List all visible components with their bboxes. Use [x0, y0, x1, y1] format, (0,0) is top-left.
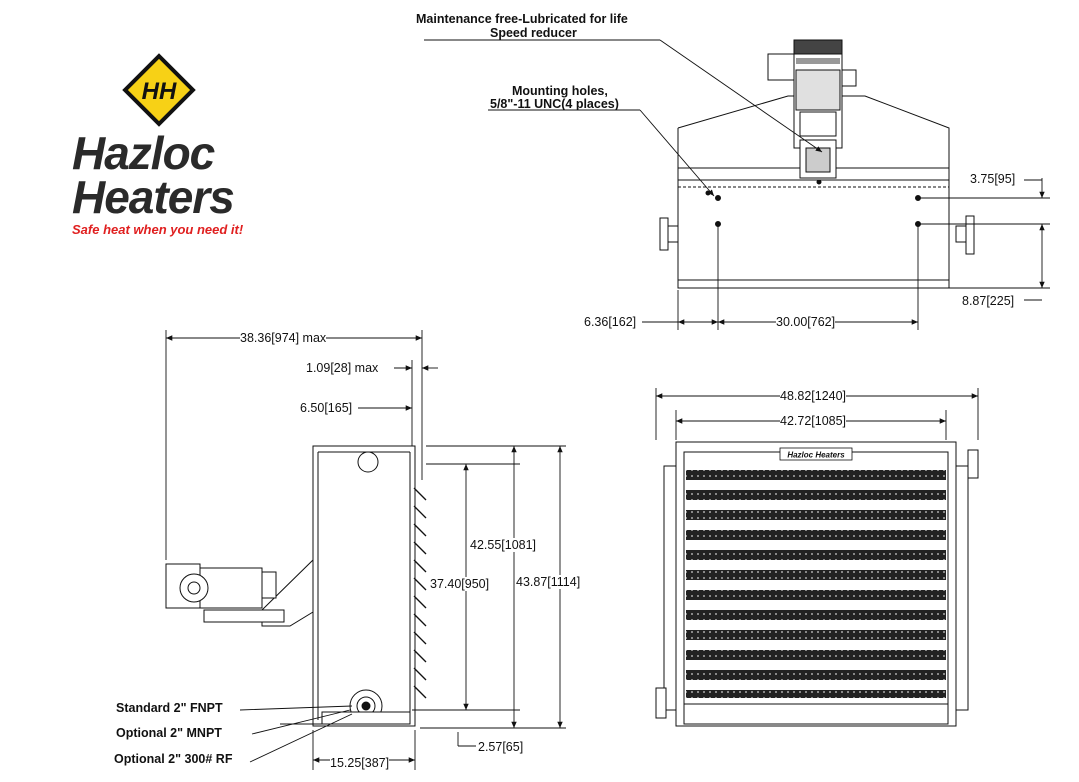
brand-tagline: Safe heat when you need it!: [72, 222, 244, 237]
dim-3-75: 3.75[95]: [970, 172, 1016, 186]
logo-letters: HH: [142, 78, 177, 105]
brand-name-line2: Heaters: [72, 171, 235, 223]
brand-name-line1: Hazloc: [72, 127, 215, 179]
callout-mount-holes-line2: 5/8"-11 UNC(4 places): [490, 97, 619, 111]
dim-42-55: 42.55[1081]: [470, 538, 537, 552]
dim-8-87: 8.87[225]: [962, 294, 1015, 308]
dim-38-36: 38.36[974] max: [240, 331, 327, 345]
dim-15-25: 15.25[387]: [330, 756, 390, 770]
front-badge: Hazloc Heaters: [787, 451, 845, 460]
side-view: [165, 445, 427, 727]
dim-43-87: 43.87[1114]: [516, 575, 581, 589]
dim-37-40: 37.40[950]: [430, 577, 490, 591]
callout-mount-holes-line1: Mounting holes,: [512, 84, 608, 98]
top-view-dimensions: [424, 39, 1050, 330]
dim-1-09: 1.09[28] max: [306, 361, 379, 375]
callout-speed-reducer-line1: Maintenance free-Lubricated for life: [416, 12, 628, 26]
dim-6-36: 6.36[162]: [584, 315, 637, 329]
callout-optional-mnpt: Optional 2" MNPT: [116, 726, 222, 740]
dim-2-57: 2.57[65]: [478, 740, 524, 754]
top-view: [659, 39, 975, 289]
dim-42-72: 42.72[1085]: [780, 414, 847, 428]
dim-30-00: 30.00[762]: [776, 315, 836, 329]
callout-optional-rf: Optional 2" 300# RF: [114, 752, 233, 766]
front-view: Hazloc Heaters: [655, 441, 979, 727]
callout-standard-fnpt: Standard 2" FNPT: [116, 701, 223, 715]
callout-speed-reducer-line2: Speed reducer: [490, 26, 577, 40]
dim-6-50: 6.50[165]: [300, 401, 353, 415]
dim-48-82: 48.82[1240]: [780, 389, 847, 403]
logo-diamond: HH: [122, 53, 196, 127]
